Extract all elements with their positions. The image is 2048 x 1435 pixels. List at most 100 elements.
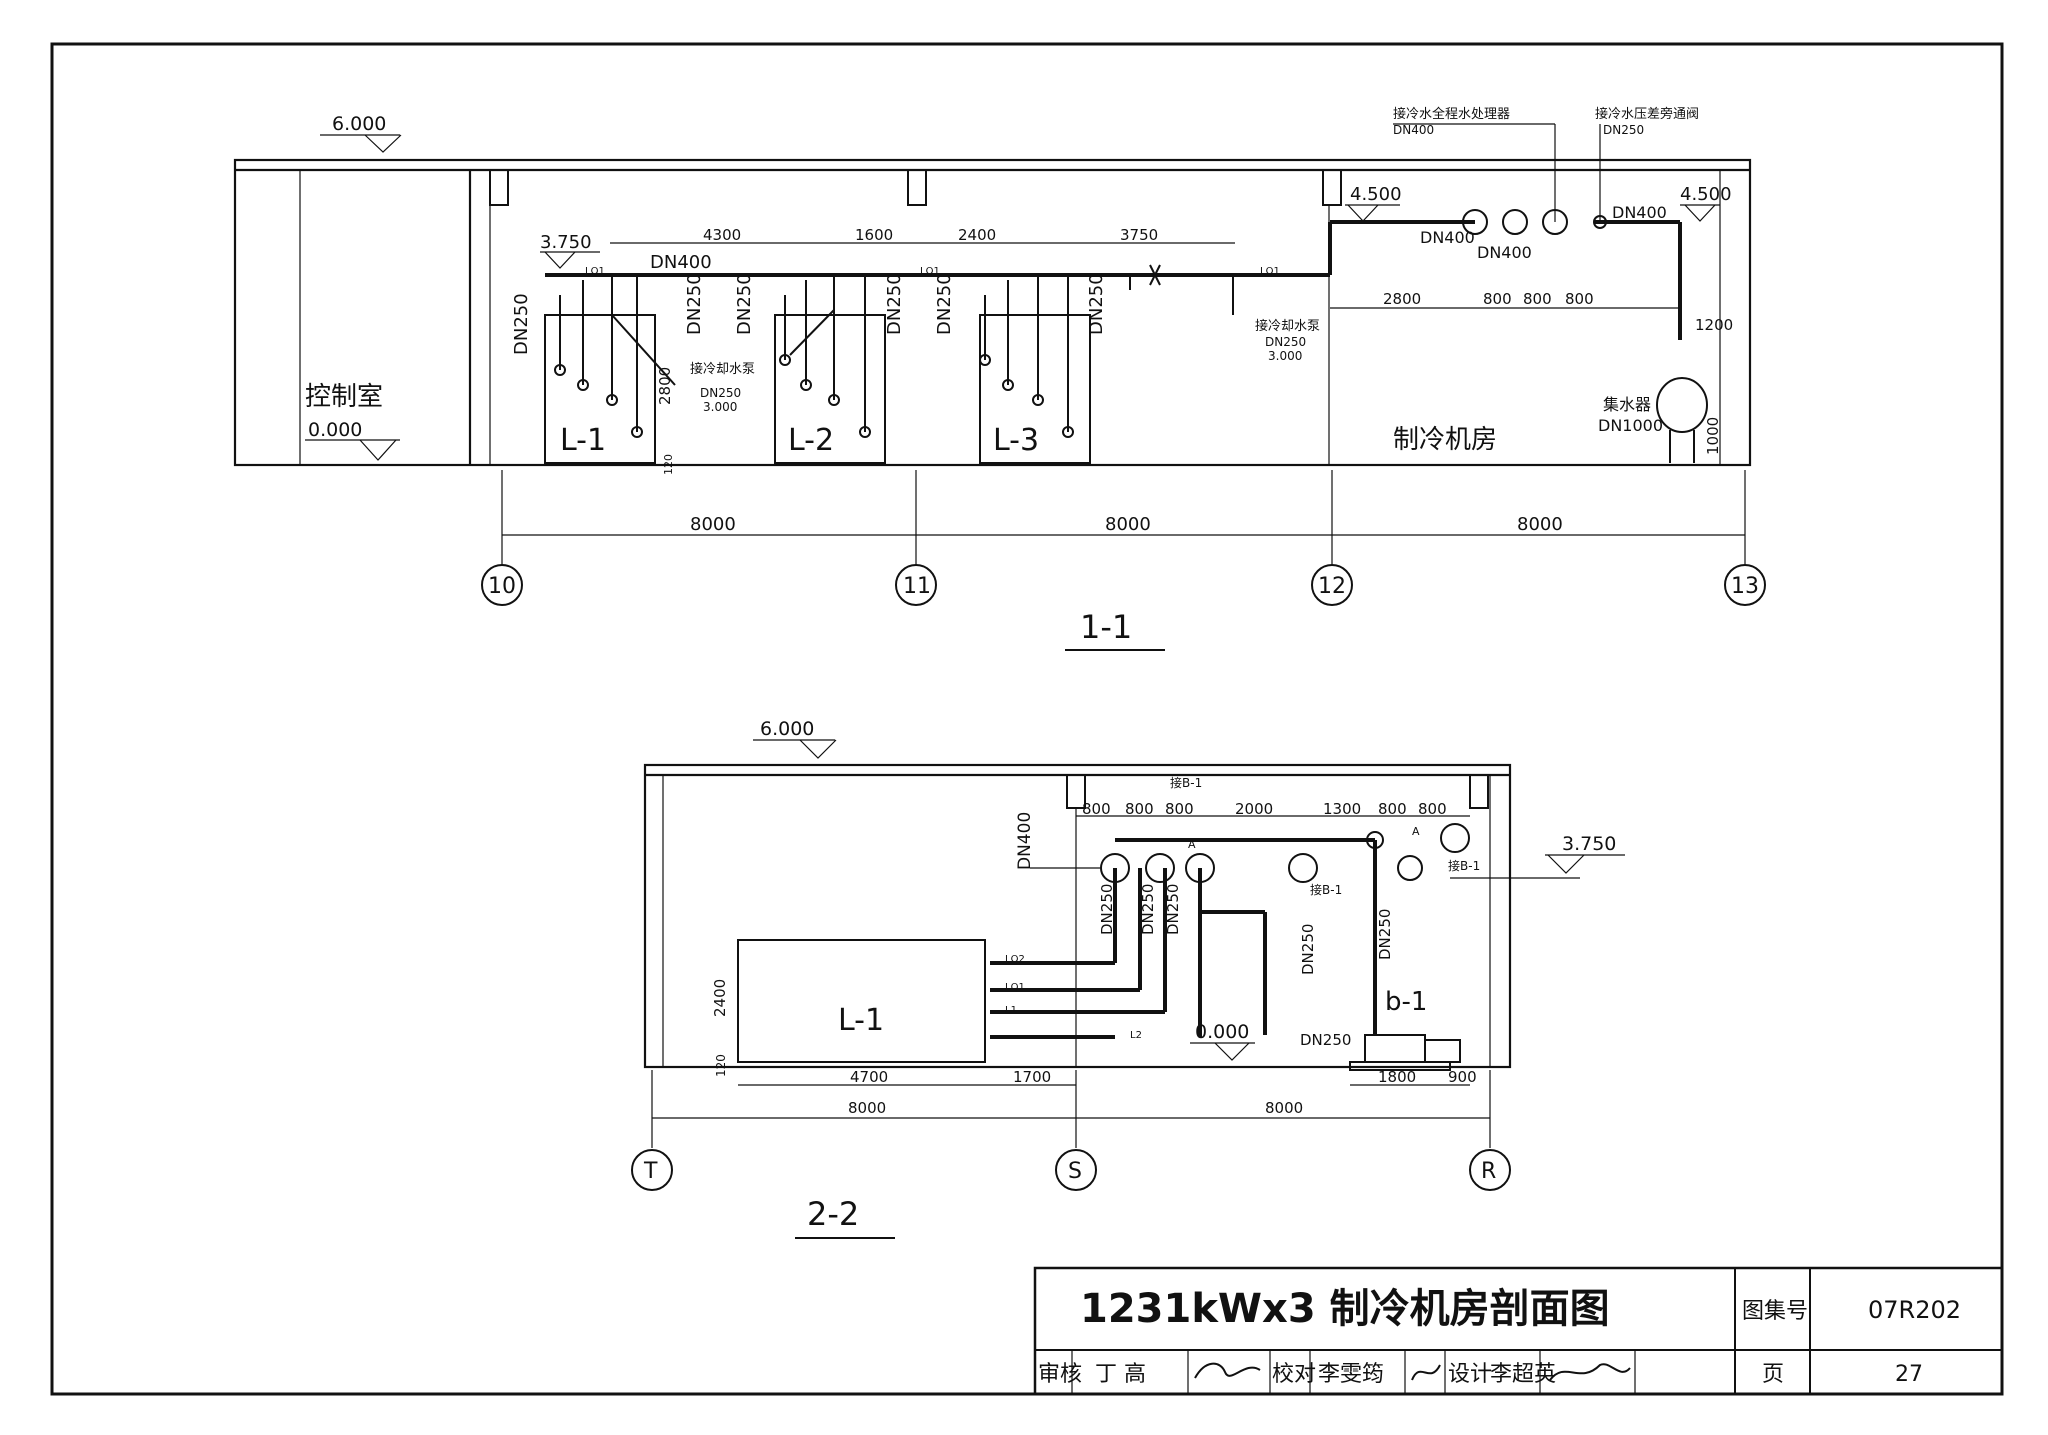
elev-mark-pipe-left: 3.750 <box>540 232 600 269</box>
pipe-tag: L1 <box>1005 1005 1017 1016</box>
dim-text: 2400 <box>958 226 996 244</box>
pipe-section-treatment <box>1542 209 1568 235</box>
connect-b1-note: 接B-1 <box>1310 882 1342 897</box>
section-1-1: 6.000 0.000 3.750 4.500 4.500 控制室 制冷机房 <box>233 106 1766 651</box>
pipe-section-small <box>1366 831 1384 849</box>
pump-note-el: 3.000 <box>703 400 737 414</box>
chiller-unit-l2: L-2 <box>774 275 886 464</box>
dim-text: 3750 <box>1120 226 1158 244</box>
axis-bubble-t: T <box>631 1149 673 1191</box>
room-chiller-label: 制冷机房 <box>1393 425 1497 455</box>
pipe-section-bypass <box>1593 215 1607 229</box>
pump-note-dn: DN250 <box>1265 335 1306 349</box>
sheet-border <box>50 42 2004 1396</box>
dn400-label: DN400 <box>1612 203 1667 222</box>
svg-text:10: 10 <box>488 574 516 599</box>
pipe-section-lq1-b <box>1397 855 1423 881</box>
check-label: 校对 <box>1272 1362 1316 1387</box>
pipe-tag: LQ2 <box>1005 954 1025 965</box>
mark-a: A <box>1188 838 1196 851</box>
dim-text: 800 <box>1483 290 1512 308</box>
dim-text: 900 <box>1448 1068 1477 1086</box>
unit-label: L-1 <box>560 423 606 458</box>
building-outline-1 <box>233 158 1752 467</box>
connect-b1-note: 接B-1 <box>1170 775 1202 790</box>
pipe-section-lq1 <box>1185 853 1215 883</box>
elev-pipe-2-text: 3.750 <box>1562 833 1616 855</box>
dim-2800-vertical: 2800 <box>656 367 674 405</box>
reviewer-name: 丁 高 <box>1095 1362 1146 1387</box>
pipe-dn250-label: DN250 <box>684 273 705 335</box>
treatment-dn: DN400 <box>1393 123 1434 137</box>
elev-floor-text: 0.000 <box>308 419 362 441</box>
pump-b1: b-1 <box>1349 987 1461 1071</box>
design-label: 设计 <box>1448 1362 1492 1387</box>
pipe-dn250-label: DN250 <box>511 293 532 355</box>
dim-right-1-1: 2800 800 800 800 1200 1000 2800 120 <box>656 290 1733 475</box>
dim-text: 1700 <box>1013 1068 1051 1086</box>
pipe-section-lq2-b <box>1440 823 1470 853</box>
dim-text: 2000 <box>1235 800 1273 818</box>
elev-pipe-right-b-text: 4.500 <box>1680 184 1732 205</box>
building-outline-2 <box>643 763 1512 1069</box>
dim-text: 800 <box>1165 800 1194 818</box>
drawing-title: 1231kWx3 制冷机房剖面图 <box>1080 1286 1610 1332</box>
axis-bubble-12: 12 <box>1311 564 1353 606</box>
dim-1200: 1200 <box>1695 316 1733 334</box>
dim-text: 8000 <box>690 514 736 535</box>
pump-label: b-1 <box>1385 987 1427 1017</box>
bypass-note: 接冷水压差旁通阀 DN250 <box>1595 106 1699 222</box>
dim-text: 2800 <box>1383 290 1421 308</box>
dim-text: 1300 <box>1323 800 1361 818</box>
pipe-section-l2 <box>1288 853 1318 883</box>
section-label-1-1: 1-1 <box>1080 608 1132 646</box>
atlas-number: 07R202 <box>1868 1296 1961 1324</box>
pipe-dn250-label: DN250 <box>934 273 955 335</box>
pipe-dn250-label: DN250 <box>734 273 755 335</box>
dim-120: 120 <box>714 1054 728 1077</box>
dim-text: 4300 <box>703 226 741 244</box>
dim-text: 800 <box>1125 800 1154 818</box>
reviewer-signature <box>1194 1362 1261 1379</box>
svg-text:13: 13 <box>1731 574 1759 599</box>
elev-mark-top-2: 6.000 <box>753 718 837 759</box>
chiller-unit-l1-side: L-1 2400 120 <box>711 939 986 1077</box>
dim-top-1-1: 4300 1600 2400 3750 <box>610 226 1235 244</box>
pipe-dn400-label: DN400 <box>650 252 712 273</box>
unit-label: L-2 <box>788 423 834 458</box>
dn250-pump-label: DN250 <box>1300 1031 1351 1049</box>
pipe-section-l2 <box>1502 209 1528 235</box>
pump-note-1: 接冷却水泵 DN250 3.000 <box>690 361 755 414</box>
dn400-label: DN400 <box>1015 812 1035 870</box>
pipe-dn250-label: DN250 <box>1086 273 1107 335</box>
page-label: 页 <box>1762 1362 1784 1387</box>
dim-text: 8000 <box>848 1099 886 1117</box>
elev-mark-pipe-2: 3.750 <box>1450 833 1625 879</box>
svg-text:T: T <box>643 1159 658 1184</box>
dim-text: 1600 <box>855 226 893 244</box>
dim-text: 800 <box>1565 290 1594 308</box>
dim-top-2-2: 800 800 800 2000 1300 800 800 <box>1076 800 1470 818</box>
pipe-tag: LQ1 <box>1005 982 1025 993</box>
chiller-unit-l1: L-1 <box>544 275 676 464</box>
dn250-label: DN250 <box>1139 884 1157 935</box>
dn250-label: DN250 <box>1164 884 1182 935</box>
dim-1000: 1000 <box>1704 417 1722 455</box>
dim-text: 800 <box>1082 800 1111 818</box>
atlas-label: 图集号 <box>1742 1299 1808 1324</box>
review-label: 审核 <box>1038 1362 1082 1387</box>
collector-dn: DN1000 <box>1598 416 1663 435</box>
elev-mark-top: 6.000 <box>320 113 402 153</box>
elev-pipe-right-a-text: 4.500 <box>1350 184 1402 205</box>
pipe-section-lq2 <box>1100 853 1130 883</box>
pipe-tag: L2 <box>1130 1030 1142 1041</box>
dim-text: 8000 <box>1517 514 1563 535</box>
pipe-dn250-label: DN250 <box>884 273 905 335</box>
elev-top-2-text: 6.000 <box>760 718 814 740</box>
room-control-label: 控制室 <box>305 382 383 412</box>
chiller-unit-l3: L-3 <box>979 275 1091 464</box>
connect-b1-note: 接B-1 <box>1448 858 1480 873</box>
section-2-2: 6.000 3.750 0.000 L-1 2400 120 <box>631 718 1625 1239</box>
pump-note-text: 接冷却水泵 <box>1255 318 1320 334</box>
pump-note-2: 接冷却水泵 DN250 3.000 <box>1232 275 1320 363</box>
